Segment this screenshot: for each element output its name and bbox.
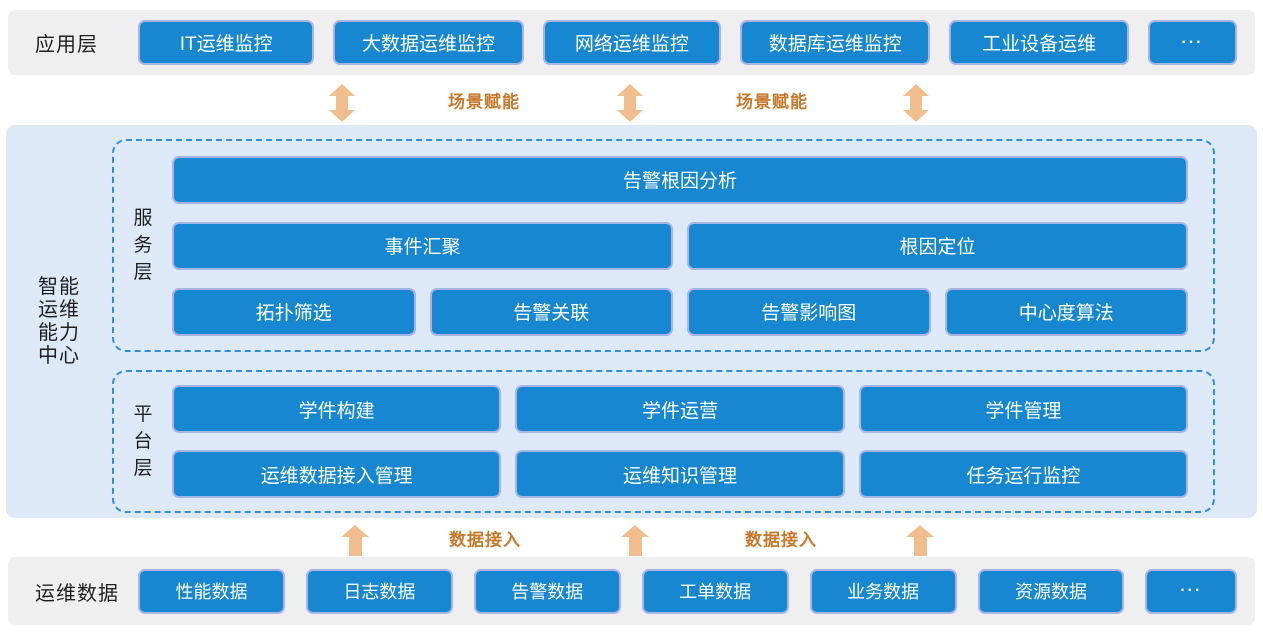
box-data-ellipsis: ··· bbox=[1145, 568, 1237, 614]
service-layer-label: 服务层 bbox=[133, 208, 153, 283]
up-arrow-icon bbox=[341, 525, 369, 556]
box-app-ellipsis: ··· bbox=[1147, 20, 1237, 65]
data-access-label: 数据接入 bbox=[745, 530, 817, 549]
double-arrow-icon bbox=[329, 84, 355, 122]
box-ops-knowledge-management: 运维知识管理 bbox=[515, 450, 845, 498]
box-learnware-operation: 学件运营 bbox=[515, 385, 845, 433]
service-layer-label-column: 服务层 bbox=[114, 141, 172, 350]
data-access-zone: 数据接入 数据接入 bbox=[0, 518, 1263, 557]
capability-center-band: 智能运维能力中心 服务层 告警根因分析 事件汇聚 根因定位 拓扑筛选 告警关联 … bbox=[6, 125, 1257, 518]
platform-layer-label: 平台层 bbox=[133, 404, 153, 479]
up-arrow-icon bbox=[621, 525, 649, 556]
box-bigdata-ops-monitoring: 大数据运维监控 bbox=[333, 20, 524, 65]
box-alarm-correlation: 告警关联 bbox=[429, 287, 673, 336]
box-network-ops-monitoring: 网络运维监控 bbox=[542, 20, 722, 65]
data-layer-band: 运维数据 性能数据 日志数据 告警数据 工单数据 业务数据 资源数据 ··· bbox=[8, 557, 1255, 625]
box-learnware-management: 学件管理 bbox=[858, 385, 1188, 433]
data-access-label: 数据接入 bbox=[449, 530, 521, 549]
scene-empowerment-label: 场景赋能 bbox=[448, 92, 520, 112]
data-layer-label: 运维数据 bbox=[35, 582, 119, 605]
platform-layer-rows: 学件构建 学件运营 学件管理 运维数据接入管理 运维知识管理 任务运行监控 bbox=[172, 372, 1213, 511]
double-arrow-icon bbox=[903, 84, 929, 122]
box-resource-data: 资源数据 bbox=[977, 568, 1125, 614]
data-layer-boxes: 性能数据 日志数据 告警数据 工单数据 业务数据 资源数据 ··· bbox=[138, 568, 1237, 614]
scene-empowerment-label: 场景赋能 bbox=[736, 92, 808, 112]
double-arrow-icon bbox=[617, 84, 643, 122]
box-performance-data: 性能数据 bbox=[138, 568, 285, 614]
application-layer-band: 应用层 IT运维监控 大数据运维监控 网络运维监控 数据库运维监控 工业设备运维… bbox=[8, 10, 1255, 75]
service-layer-container: 服务层 告警根因分析 事件汇聚 根因定位 拓扑筛选 告警关联 告警影响图 中心度… bbox=[112, 139, 1215, 352]
box-root-cause-location: 根因定位 bbox=[687, 221, 1188, 270]
box-task-run-monitoring: 任务运行监控 bbox=[858, 450, 1188, 498]
platform-row-2: 运维数据接入管理 运维知识管理 任务运行监控 bbox=[172, 450, 1188, 498]
box-alarm-root-cause-analysis: 告警根因分析 bbox=[172, 155, 1188, 204]
box-event-aggregation: 事件汇聚 bbox=[172, 221, 673, 270]
box-ops-data-access-management: 运维数据接入管理 bbox=[172, 450, 502, 498]
platform-layer-label-column: 平台层 bbox=[114, 372, 172, 511]
scene-empowerment-zone: 场景赋能 场景赋能 bbox=[0, 75, 1263, 125]
service-row-1: 告警根因分析 bbox=[172, 155, 1188, 204]
capability-center-title: 智能运维能力中心 bbox=[38, 275, 80, 367]
service-row-2: 事件汇聚 根因定位 bbox=[172, 221, 1188, 270]
box-alarm-data: 告警数据 bbox=[473, 568, 621, 614]
platform-layer-container: 平台层 学件构建 学件运营 学件管理 运维数据接入管理 运维知识管理 任务运行监… bbox=[112, 370, 1215, 513]
service-layer-rows: 告警根因分析 事件汇聚 根因定位 拓扑筛选 告警关联 告警影响图 中心度算法 bbox=[172, 141, 1213, 350]
service-row-3: 拓扑筛选 告警关联 告警影响图 中心度算法 bbox=[172, 287, 1188, 336]
box-ticket-data: 工单数据 bbox=[641, 568, 789, 614]
box-topology-filtering: 拓扑筛选 bbox=[172, 287, 416, 336]
box-database-ops-monitoring: 数据库运维监控 bbox=[740, 20, 931, 65]
box-business-data: 业务数据 bbox=[809, 568, 957, 614]
application-layer-label: 应用层 bbox=[35, 34, 98, 56]
box-learnware-build: 学件构建 bbox=[172, 385, 502, 433]
box-industrial-equipment-ops: 工业设备运维 bbox=[949, 20, 1129, 65]
platform-row-1: 学件构建 学件运营 学件管理 bbox=[172, 385, 1188, 433]
box-centrality-algorithm: 中心度算法 bbox=[944, 287, 1188, 336]
box-log-data: 日志数据 bbox=[305, 568, 453, 614]
application-layer-boxes: IT运维监控 大数据运维监控 网络运维监控 数据库运维监控 工业设备运维 ··· bbox=[138, 20, 1237, 65]
box-it-ops-monitoring: IT运维监控 bbox=[138, 20, 315, 65]
box-alarm-impact-graph: 告警影响图 bbox=[687, 287, 931, 336]
up-arrow-icon bbox=[906, 525, 934, 556]
